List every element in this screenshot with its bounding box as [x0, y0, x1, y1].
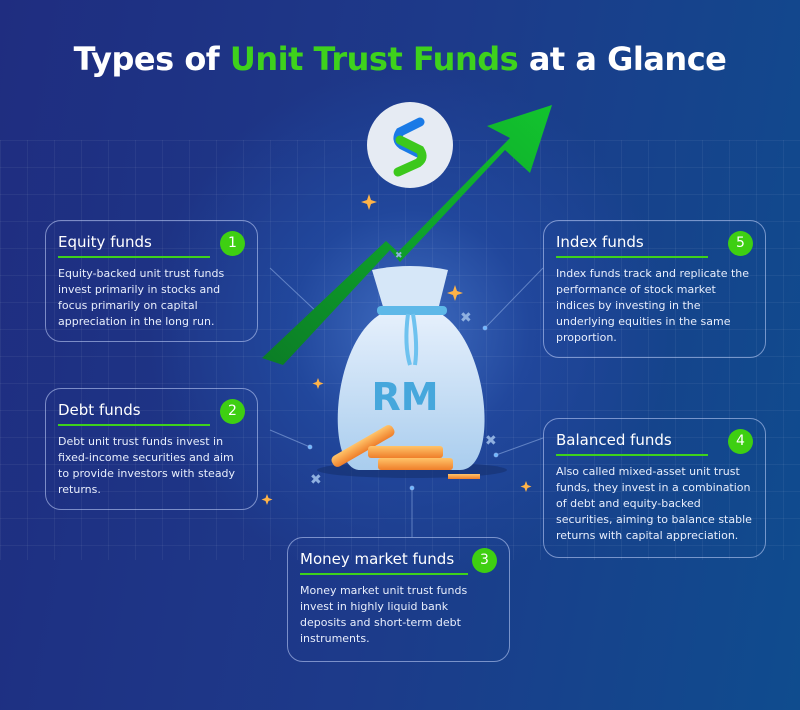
fund-title: Index funds [556, 233, 708, 258]
coins-icon [331, 425, 480, 479]
fund-card-money-market: Money market funds 3 Money market unit t… [287, 537, 510, 662]
fund-number-badge: 2 [220, 399, 245, 424]
cross-marks: ✖ ✖ ✖ ✖ [310, 251, 497, 488]
fund-number-badge: 3 [472, 548, 497, 573]
fund-card-index: Index funds 5 Index funds track and repl… [543, 220, 766, 358]
fund-card-equity: Equity funds 1 Equity-backed unit trust … [45, 220, 258, 342]
title-prefix: Types of [73, 40, 230, 78]
money-bag-icon: RM [317, 266, 507, 478]
bag-label: RM [371, 375, 438, 419]
fund-card-balanced: Balanced funds 4 Also called mixed-asset… [543, 418, 766, 558]
fund-description: Index funds track and replicate the perf… [556, 267, 750, 344]
fund-title: Equity funds [58, 233, 210, 258]
svg-text:✖: ✖ [310, 472, 322, 488]
fund-title: Debt funds [58, 401, 210, 426]
fund-description: Debt unit trust funds invest in fixed-in… [58, 435, 236, 496]
svg-text:✖: ✖ [395, 251, 403, 261]
fund-card-debt: Debt funds 2 Debt unit trust funds inves… [45, 388, 258, 510]
title-suffix: at a Glance [518, 40, 727, 78]
fund-description: Equity-backed unit trust funds invest pr… [58, 267, 225, 328]
svg-text:✖: ✖ [460, 310, 472, 326]
page-title: Types of Unit Trust Funds at a Glance [0, 40, 800, 78]
sparkles [261, 194, 532, 505]
growth-arrow-icon [262, 105, 552, 365]
fund-description: Money market unit trust funds invest in … [300, 584, 468, 645]
fund-title: Balanced funds [556, 431, 708, 456]
logo [367, 102, 453, 188]
fund-number-badge: 4 [728, 429, 753, 454]
title-highlight: Unit Trust Funds [229, 40, 519, 78]
fund-description: Also called mixed-asset unit trust funds… [556, 465, 752, 542]
svg-text:✖: ✖ [485, 433, 497, 449]
fund-title: Money market funds [300, 550, 468, 575]
fund-number-badge: 5 [728, 231, 753, 256]
fund-number-badge: 1 [220, 231, 245, 256]
